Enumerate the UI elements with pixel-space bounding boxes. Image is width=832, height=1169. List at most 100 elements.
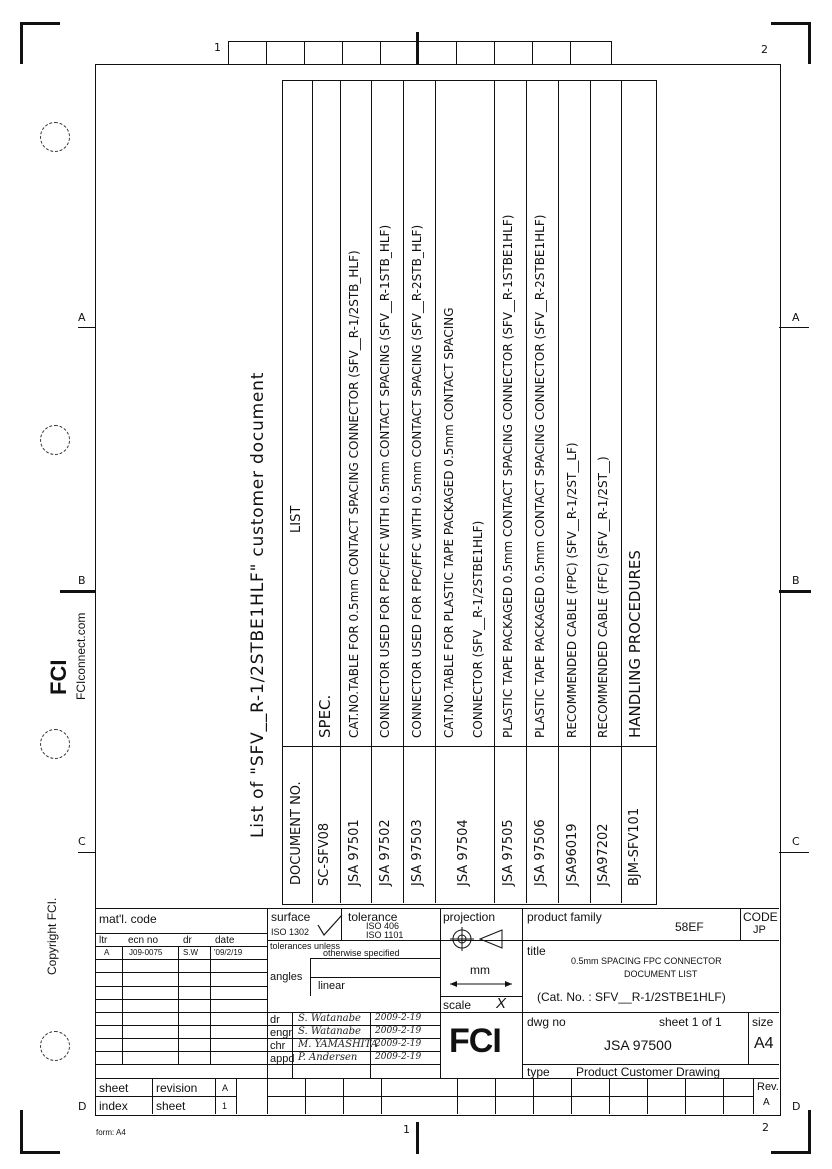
corner-mark-bl-h: [20, 1151, 60, 1154]
product-family-label: product family: [527, 910, 602, 924]
ruler-tick: [647, 1078, 648, 1114]
table-header-list: LIST: [289, 505, 304, 533]
zone-number: 2: [762, 1121, 769, 1134]
ruler-tick: [609, 1078, 610, 1114]
tb-vline: [370, 1012, 371, 1078]
table-cell-desc: PLASTIC TAPE PACKAGED 0.5mm CONTACT SPAC…: [533, 214, 547, 738]
table-header-doc: DOCUMENT NO.: [289, 781, 304, 885]
table-row-line: [312, 80, 313, 903]
size-value: A4: [754, 1035, 774, 1052]
tb-hline: [522, 1012, 779, 1013]
row-tick: [779, 852, 809, 853]
row-letter: C: [792, 835, 800, 848]
units-mm: mm: [470, 963, 490, 977]
tb-hline: [95, 986, 267, 987]
punch-hole-mark: [40, 729, 70, 759]
tb-hline: [267, 940, 440, 941]
tb-hline: [95, 999, 267, 1000]
role-engr: engr: [270, 1027, 293, 1039]
type-value: Product Customer Drawing: [576, 1065, 721, 1079]
role-chr: chr: [270, 1040, 286, 1052]
table-cell-doc: BJM-SFV101: [627, 807, 642, 886]
title-line1: 0.5mm SPACING FPC CONNECTOR: [571, 956, 722, 966]
tolerance-label: tolerance: [348, 910, 398, 924]
scale-label: scale: [443, 998, 472, 1012]
corner-mark-tl-v: [20, 22, 23, 64]
rev-col-ltr: ltr: [99, 935, 108, 946]
punch-hole-mark: [40, 425, 70, 455]
ruler-tick: [343, 1078, 344, 1114]
tb-vline: [267, 908, 268, 1114]
angles-label: angles: [270, 971, 303, 983]
row-letter: B: [792, 574, 800, 587]
tb-hline: [95, 1096, 237, 1097]
signature-date: 2009-2-19: [375, 1039, 422, 1049]
form-label: form: A4: [96, 1128, 126, 1137]
surface-check-icon: [317, 914, 343, 937]
table-cell-doc: JSA 97506: [533, 819, 548, 886]
table-row-line: [590, 80, 591, 903]
code-label: CODE: [743, 910, 778, 924]
row-tick: [779, 327, 809, 328]
copyright-text: Copyright FCI.: [45, 897, 59, 975]
surface-label: surface: [271, 910, 311, 924]
signature: M. YAMASHITA: [298, 1039, 378, 1050]
row-tick: [78, 852, 95, 853]
fci-logo: FCI: [449, 1022, 502, 1060]
table-cell-desc: PLASTIC TAPE PACKAGED 0.5mm CONTACT SPAC…: [501, 214, 515, 738]
row-tick-bold: [60, 590, 95, 593]
table-row-line: [340, 80, 341, 903]
table-row-line: [435, 80, 436, 903]
table-row-line: [371, 80, 372, 903]
signature-date: 2009-2-19: [375, 1052, 422, 1062]
type-label: type: [527, 1065, 550, 1079]
scale-value: X: [496, 995, 507, 1012]
table-cell-doc: JSA 97502: [378, 819, 393, 886]
signature: S. Watanabe: [298, 1026, 361, 1037]
corner-mark-tr-h: [771, 22, 811, 25]
signature-date: 2009-2-19: [375, 1026, 422, 1036]
table-cell-doc: JSA 97505: [501, 819, 516, 886]
table-cell-desc: CAT.NO.TABLE FOR 0.5mm CONTACT SPACING C…: [347, 250, 361, 738]
corner-mark-bl-v: [20, 1110, 23, 1154]
corner-mark-br-v: [808, 1110, 811, 1154]
revision-label: revision: [156, 1081, 198, 1095]
table-row-line: [494, 80, 495, 903]
matl-code-label: mat'l. code: [99, 912, 157, 926]
ruler-tick: [495, 1078, 496, 1114]
row-letter: D: [78, 1100, 87, 1113]
tb-vline: [753, 1078, 754, 1114]
ruler-tick: [533, 1078, 534, 1114]
ruler-tick: [266, 41, 267, 64]
ruler-tick: [380, 41, 381, 64]
signature: P. Andersen: [298, 1052, 358, 1063]
title-line3: (Cat. No. : SFV__R-1/2STBE1HLF): [537, 990, 726, 1004]
fci-side-logo: FCI: [46, 659, 71, 695]
rev-ltr-value: A: [104, 948, 110, 957]
tolerance-iso1: ISO 406: [366, 921, 400, 931]
tolerance-note1: tolerances unless: [270, 941, 341, 951]
tb-hline: [95, 1038, 440, 1039]
row-tick: [78, 327, 95, 328]
table-row-line: [403, 80, 404, 903]
corner-mark-tl-h: [20, 22, 60, 25]
zone-number: 1: [214, 41, 221, 54]
tb-hline: [95, 1064, 440, 1065]
product-family-value: 58EF: [675, 920, 704, 934]
rev-col-date: date: [215, 935, 235, 946]
table-cell-doc: JSA 97501: [347, 819, 362, 886]
tb-hline: [310, 977, 440, 978]
tb-vline: [122, 946, 123, 1064]
tb-hline: [95, 959, 267, 960]
tb-vline: [341, 908, 342, 940]
tb-hline: [95, 1025, 440, 1026]
size-label: size: [752, 1015, 774, 1029]
projection-label: projection: [443, 910, 496, 924]
table-cell-desc: CONNECTOR USED FOR FPC/FFC WITH 0.5mm CO…: [410, 224, 424, 738]
table-cell-desc: CAT.NO.TABLE FOR PLASTIC TAPE PACKAGED 0…: [442, 307, 456, 738]
dwg-no-value: JSA 97500: [604, 1037, 672, 1053]
sheet-value: 1: [222, 1101, 228, 1111]
ruler-tick: [571, 1078, 572, 1114]
tb-hline: [267, 1096, 753, 1097]
rev-col-ecn: ecn no: [128, 935, 159, 946]
